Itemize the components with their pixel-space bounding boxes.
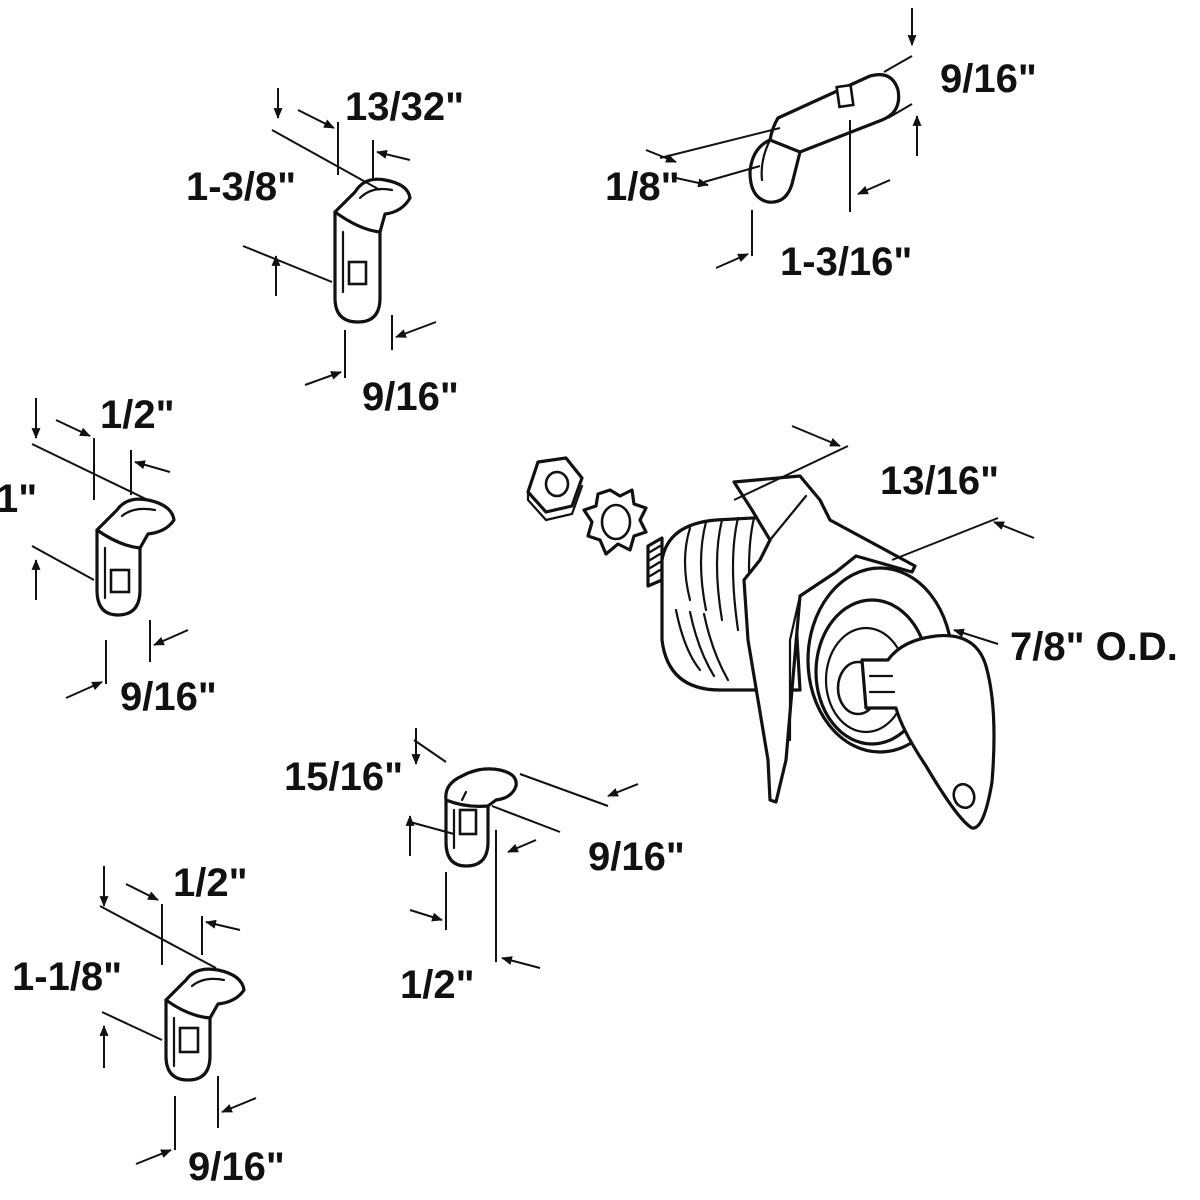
cam-c-depth-label: 9/16" — [120, 675, 217, 719]
cam-a-dimensions: 13/32" 1-3/8" 9/16" — [186, 85, 464, 419]
hex-nut — [526, 456, 584, 522]
cam-e-dimensions: 1/2" 1-1/8" 9/16" — [12, 861, 285, 1189]
cam-e-width-label: 1/2" — [173, 861, 248, 905]
cam-part-c — [95, 497, 176, 617]
cam-c-height-label: 1" — [0, 477, 37, 521]
cam-part-b — [748, 73, 901, 204]
cam-part-e — [164, 967, 246, 1082]
cam-b-dimensions: 9/16" 1/8" 1-3/16" — [605, 8, 1037, 284]
cam-d-depth-label: 1/2" — [400, 963, 475, 1007]
star-lock-washer — [582, 488, 648, 556]
lock-od-label: 7/8" O.D. — [1010, 625, 1178, 669]
cam-part-d — [444, 767, 518, 868]
lock-dimensions: 13/16" 7/8" O.D. — [733, 425, 1178, 669]
cam-d-height-label: 15/16" — [284, 755, 403, 799]
cam-c-width-label: 1/2" — [100, 393, 175, 437]
cam-e-height-label: 1-1/8" — [12, 955, 122, 999]
cam-a-width-label: 13/32" — [345, 85, 464, 129]
lock-key — [860, 633, 996, 830]
cam-b-thickness-label: 1/8" — [605, 165, 680, 209]
cam-c-dimensions: 1/2" 1" 9/16" — [0, 393, 217, 719]
lock-flange-label: 13/16" — [880, 459, 999, 503]
cam-part-a — [333, 177, 412, 324]
cam-a-height-label: 1-3/8" — [186, 165, 296, 209]
cam-d-dimensions: 15/16" 9/16" 1/2" — [284, 728, 685, 1007]
cam-b-width-label: 9/16" — [940, 57, 1037, 101]
cam-d-width-label: 9/16" — [588, 835, 685, 879]
cam-e-depth-label: 9/16" — [188, 1145, 285, 1189]
lock-cylinder — [646, 474, 954, 804]
cam-a-depth-label: 9/16" — [362, 375, 459, 419]
cam-b-length-label: 1-3/16" — [780, 240, 912, 284]
